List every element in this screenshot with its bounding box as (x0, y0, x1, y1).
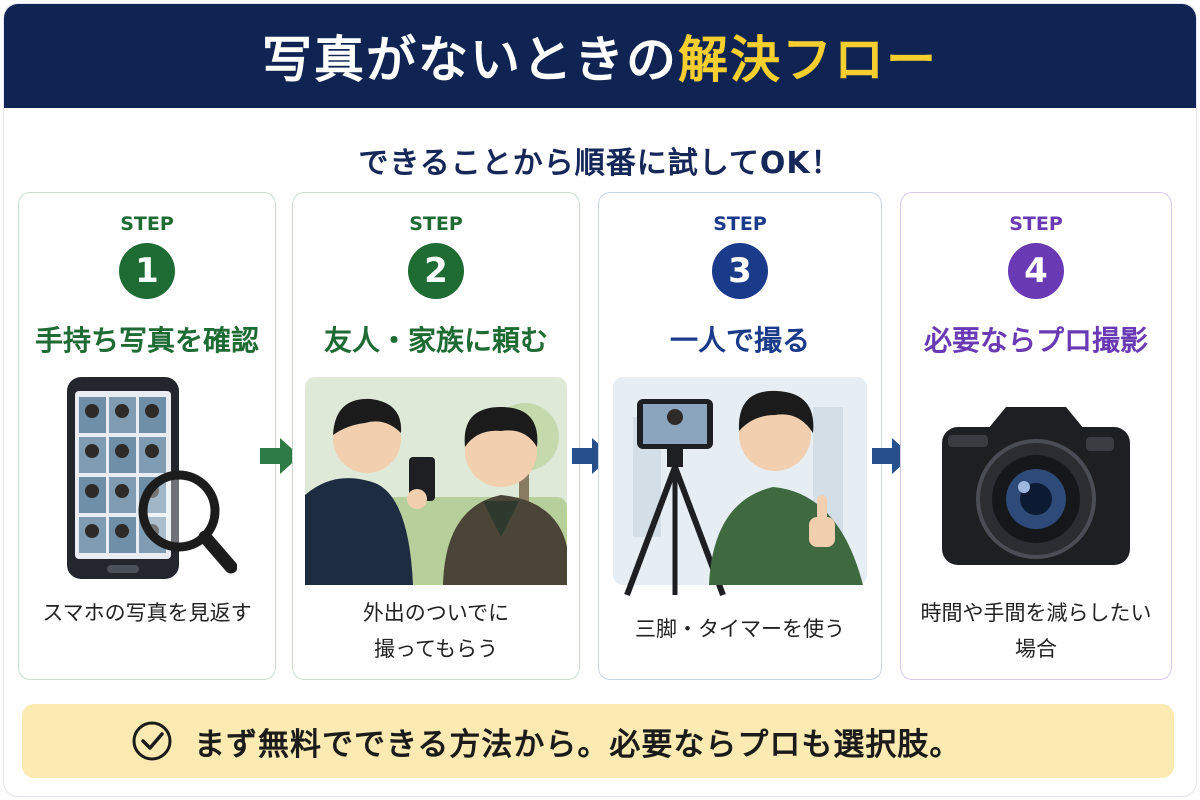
step-number-badge: 1 (119, 243, 175, 299)
step-label: STEP (713, 213, 767, 235)
magnifier-icon (138, 470, 237, 574)
infographic: 写真がないときの解決フロー できることから順番に試してOK！ STEP 1 手持… (4, 4, 1196, 796)
desc-line: 場合 (1015, 637, 1057, 661)
desc-line: 撮ってもらう (374, 637, 498, 661)
camera-icon (942, 407, 1130, 565)
desc-line: スマホの写真を見返す (42, 601, 252, 625)
step-description: スマホの写真を見返す (19, 595, 275, 631)
step-card-2: STEP 2 友人・家族に頼む 外出のついでに 撮ってもらう (292, 192, 580, 680)
check-circle-icon (132, 721, 172, 761)
smartphone-gallery-icon (67, 377, 237, 579)
step-number-badge: 3 (712, 243, 768, 299)
footer-message: まず無料でできる方法から。必要ならプロも選択肢。 (194, 726, 962, 763)
title-main: 写真がないときの (262, 31, 678, 89)
step-label: STEP (1009, 213, 1063, 235)
footer-note: まず無料でできる方法から。必要ならプロも選択肢。 (22, 704, 1174, 778)
step-title: 必要ならプロ撮影 (923, 324, 1148, 357)
arrow-right-icon (260, 438, 300, 474)
friends-photo-icon (305, 377, 567, 585)
step-label: STEP (120, 213, 174, 235)
step-card-1: STEP 1 手持ち写真を確認 スマホの写真を見返す (18, 192, 276, 680)
step-number-badge: 2 (408, 243, 464, 299)
step-label: STEP (409, 213, 463, 235)
step-description: 外出のついでに 撮ってもらう (293, 595, 579, 667)
step-card-4: STEP 4 必要ならプロ撮影 時間や手間を減らしたい 場合 (900, 192, 1172, 680)
step-title: 友人・家族に頼む (323, 324, 548, 357)
step-title: 一人で撮る (669, 324, 810, 357)
step-title: 手持ち写真を確認 (34, 324, 259, 357)
header-banner: 写真がないときの解決フロー (4, 4, 1196, 108)
title-accent: 解決フロー (678, 31, 938, 89)
page-title: 写真がないときの解決フロー (262, 20, 938, 92)
step-number-badge: 4 (1008, 243, 1064, 299)
step-description: 時間や手間を減らしたい 場合 (901, 595, 1171, 667)
step-card-3: STEP 3 一人で撮る 三脚・タイマーを使う (598, 192, 882, 680)
desc-line: 三脚・タイマーを使う (635, 617, 845, 641)
subtitle: できることから順番に試してOK！ (358, 146, 842, 181)
step-description: 三脚・タイマーを使う (599, 611, 881, 647)
desc-line: 外出のついでに (362, 601, 510, 625)
tripod-selfie-icon (613, 377, 867, 597)
desc-line: 時間や手間を減らしたい (920, 601, 1152, 625)
